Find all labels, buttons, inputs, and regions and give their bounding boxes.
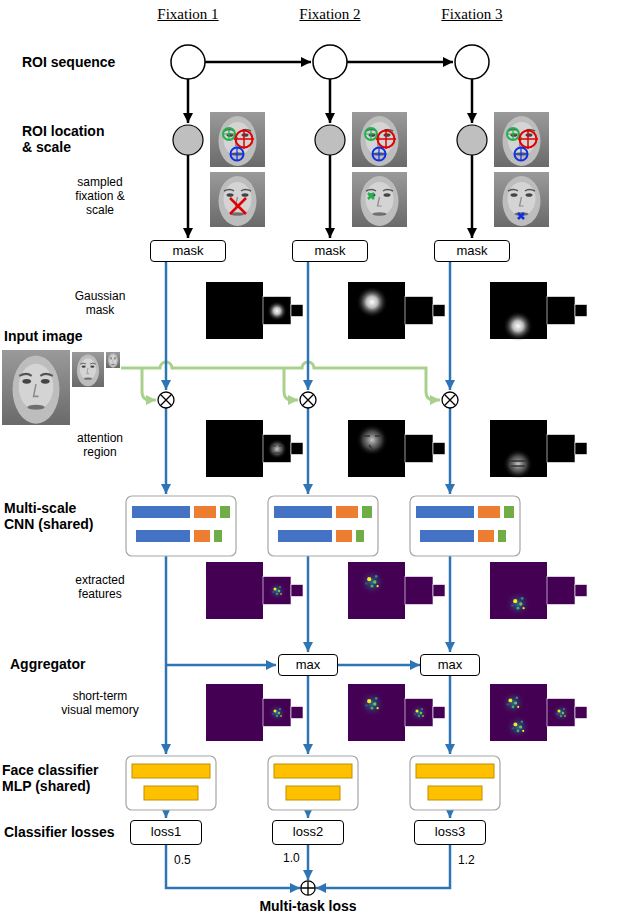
- node-text: mask: [314, 244, 345, 259]
- mlp-blocks: [126, 756, 500, 810]
- row-note: attention region: [60, 432, 140, 460]
- column-header: Fixation 1: [157, 6, 218, 23]
- loss-box: loss2: [272, 820, 344, 845]
- visual-memory: [206, 684, 587, 741]
- row-label: ROI sequence: [22, 54, 115, 70]
- max-box: max: [278, 654, 338, 676]
- sampled-faces: [210, 172, 549, 227]
- loss-box: loss1: [130, 820, 202, 845]
- sum-node: Multi-task loss: [257, 880, 358, 916]
- edge-weight: 0.5: [172, 854, 193, 867]
- column-header: Fixation 3: [441, 6, 502, 23]
- extracted-features: [206, 562, 587, 619]
- node-text: loss1: [151, 825, 181, 840]
- row-note: extracted features: [60, 574, 140, 602]
- mask-box: mask: [150, 240, 226, 262]
- node-text: mask: [456, 244, 487, 259]
- roi-sequence: [171, 45, 489, 238]
- gaussian-masks: [206, 282, 587, 341]
- node-text: loss3: [435, 825, 465, 840]
- row-note: sampled fixation & scale: [60, 176, 140, 217]
- row-label: Classifier losses: [4, 824, 115, 840]
- column-header: Fixation 2: [299, 6, 360, 23]
- node-text: max: [438, 658, 463, 673]
- sum-circle: [301, 881, 315, 895]
- row-label: ROI location & scale: [22, 123, 118, 155]
- row-label: Multi-scale CNN (shared): [4, 500, 104, 532]
- node-caption: Multi-task loss: [259, 898, 356, 914]
- loss-box: loss3: [414, 820, 486, 845]
- row-note: short-term visual memory: [58, 690, 142, 718]
- max-box: max: [420, 654, 480, 676]
- edge-weight: 1.0: [281, 852, 302, 865]
- mask-box: mask: [292, 240, 368, 262]
- input-image: [2, 350, 120, 425]
- connector: [166, 845, 300, 888]
- connector: [316, 845, 450, 888]
- cnn-blocks: [126, 496, 520, 556]
- connector: [307, 845, 310, 880]
- main-wires: [166, 262, 450, 818]
- node-text: loss2: [293, 825, 323, 840]
- node-text: max: [296, 658, 321, 673]
- sum-symbol: [300, 880, 316, 896]
- node-text: mask: [172, 244, 203, 259]
- mask-box: mask: [434, 240, 510, 262]
- roi-faces: [210, 112, 549, 167]
- edge-weight: 1.2: [456, 854, 477, 867]
- connector: [338, 664, 420, 667]
- row-note: Gaussian mask: [60, 290, 140, 318]
- multiply-symbols: [158, 392, 458, 408]
- sum-cross: [301, 881, 315, 895]
- row-label: Input image: [4, 328, 83, 344]
- row-label: Aggregator: [10, 656, 85, 672]
- row-label: Face classifier MLP (shared): [2, 762, 120, 794]
- attention-regions: [206, 420, 587, 479]
